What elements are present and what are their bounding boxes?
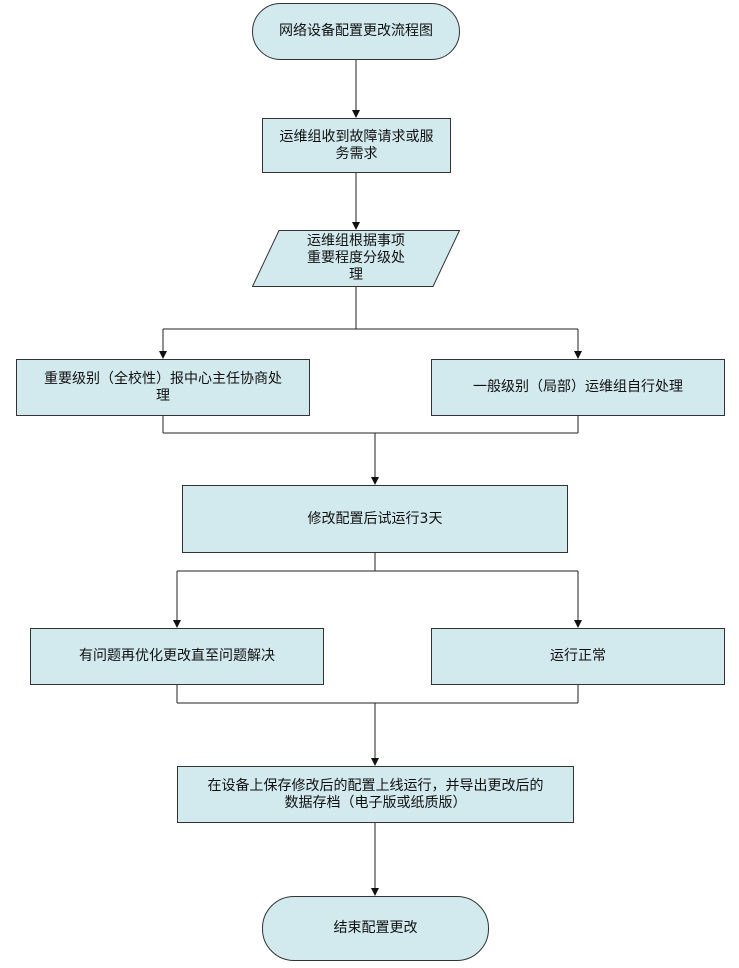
major-level-label: 重要级别（全校性）报中心主任协商处 理 [44, 370, 282, 404]
save-config-label: 在设备上保存修改后的配置上线运行，并导出更改后的 数据存档（电子版或纸质版） [207, 777, 544, 811]
end-label: 结束配置更改 [333, 920, 418, 936]
normal-run-label: 运行正常 [550, 648, 606, 664]
trial-run-step: 修改配置后试运行3天 [182, 485, 568, 553]
start-label: 网络设备配置更改流程图 [279, 23, 433, 39]
receive-request-label: 运维组收到故障请求或服 务需求 [279, 128, 434, 162]
parallelogram-shape [252, 230, 460, 287]
save-config-step: 在设备上保存修改后的配置上线运行，并导出更改后的 数据存档（电子版或纸质版） [177, 766, 574, 823]
normal-run-step: 运行正常 [431, 628, 725, 685]
minor-level-step: 一般级别（局部）运维组自行处理 [431, 359, 725, 416]
receive-request-step: 运维组收到故障请求或服 务需求 [262, 118, 451, 173]
minor-level-label: 一般级别（局部）运维组自行处理 [473, 379, 683, 395]
classify-priority-step: 运维组根据事项 重要程度分级处 理 [252, 230, 460, 287]
problem-optimize-step: 有问题再优化更改直至问题解决 [30, 628, 324, 685]
problem-optimize-label: 有问题再优化更改直至问题解决 [79, 648, 275, 664]
classify-priority-label: 运维组根据事项 重要程度分级处 理 [307, 233, 405, 283]
major-level-step: 重要级别（全校性）报中心主任协商处 理 [16, 359, 310, 416]
end-node: 结束配置更改 [262, 896, 489, 961]
trial-run-label: 修改配置后试运行3天 [307, 510, 443, 527]
start-node: 网络设备配置更改流程图 [252, 3, 460, 60]
